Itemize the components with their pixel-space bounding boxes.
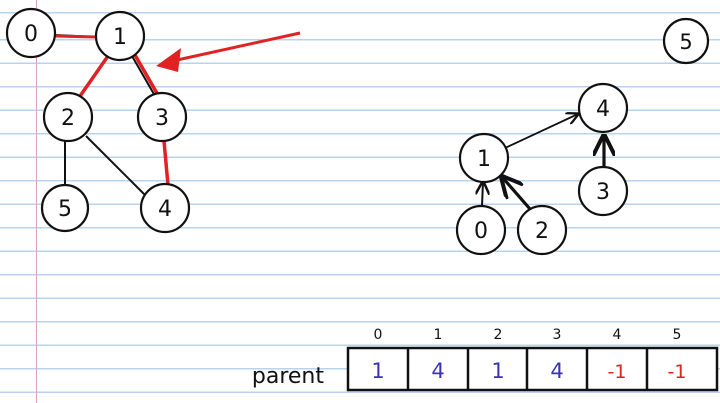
parent-index-2: 2 — [494, 327, 503, 343]
graph-edge-0-1-highlight — [54, 34, 98, 39]
parent-array-indices: 0 1 2 3 4 5 — [374, 327, 682, 343]
graph-node-2-label: 2 — [61, 106, 75, 131]
parent-value-1: 4 — [431, 359, 444, 383]
parent-value-5: -1 — [668, 361, 687, 383]
parent-index-5: 5 — [673, 327, 682, 343]
forest-node-3-label: 3 — [596, 180, 610, 205]
forest-edge-0-1 — [482, 182, 483, 207]
parent-array: parent 0 1 2 3 4 5 1 4 1 4 -1 -1 — [252, 327, 719, 392]
graph-edge-1-3 — [131, 55, 156, 97]
parent-value-3: 4 — [550, 359, 563, 383]
parent-value-0: 1 — [371, 359, 384, 383]
graph-node-5-label: 5 — [58, 197, 72, 222]
highlight-arrow — [156, 31, 301, 72]
parent-array-label: parent — [252, 364, 324, 389]
parent-value-2: 1 — [491, 359, 504, 383]
forest-edge-2-1 — [502, 177, 532, 211]
graph-edge-1-2 — [76, 54, 110, 101]
forest-node-3: 3 — [577, 165, 629, 217]
forest-node-4-label: 4 — [596, 97, 610, 122]
graph-node-4: 4 — [139, 182, 191, 234]
forest-node-1-label: 1 — [477, 147, 491, 172]
forest-node-4: 4 — [577, 82, 629, 134]
forest-edge-1-4 — [504, 114, 578, 149]
parent-array-box — [346, 346, 719, 392]
parent-value-4: -1 — [608, 361, 627, 383]
graph-node-0-label: 0 — [24, 22, 38, 47]
parent-index-0: 0 — [374, 327, 383, 343]
forest-node-0-label: 0 — [474, 219, 488, 244]
graph-node-5: 5 — [40, 183, 90, 233]
graph-node-0: 0 — [5, 7, 57, 59]
graph-node-2: 2 — [42, 91, 94, 143]
forest-edges — [482, 114, 604, 211]
graph-node-3-label: 3 — [155, 106, 169, 131]
graph-node-4-label: 4 — [158, 197, 172, 222]
graph-node-1-label: 1 — [113, 25, 127, 50]
isolated-node-label: 5 — [679, 30, 692, 54]
graph-node-1: 1 — [94, 10, 146, 62]
forest-node-2: 2 — [516, 204, 568, 256]
forest-node-1: 1 — [458, 132, 510, 184]
parent-index-1: 1 — [434, 327, 443, 343]
graph-edges — [54, 34, 170, 197]
margin-line — [36, 0, 37, 403]
parent-index-4: 4 — [613, 327, 622, 343]
parent-array-values: 1 4 1 4 -1 -1 — [371, 359, 686, 383]
graph-edge-1-3-highlight — [133, 54, 160, 96]
graph-edge-2-4 — [85, 135, 147, 197]
forest-node-0: 0 — [455, 204, 507, 256]
graph-edge-3-4 — [162, 140, 170, 186]
forest-node-2-label: 2 — [535, 219, 549, 244]
isolated-node: 5 — [662, 17, 710, 65]
parent-index-3: 3 — [553, 327, 562, 343]
graph-node-3: 3 — [136, 91, 188, 143]
